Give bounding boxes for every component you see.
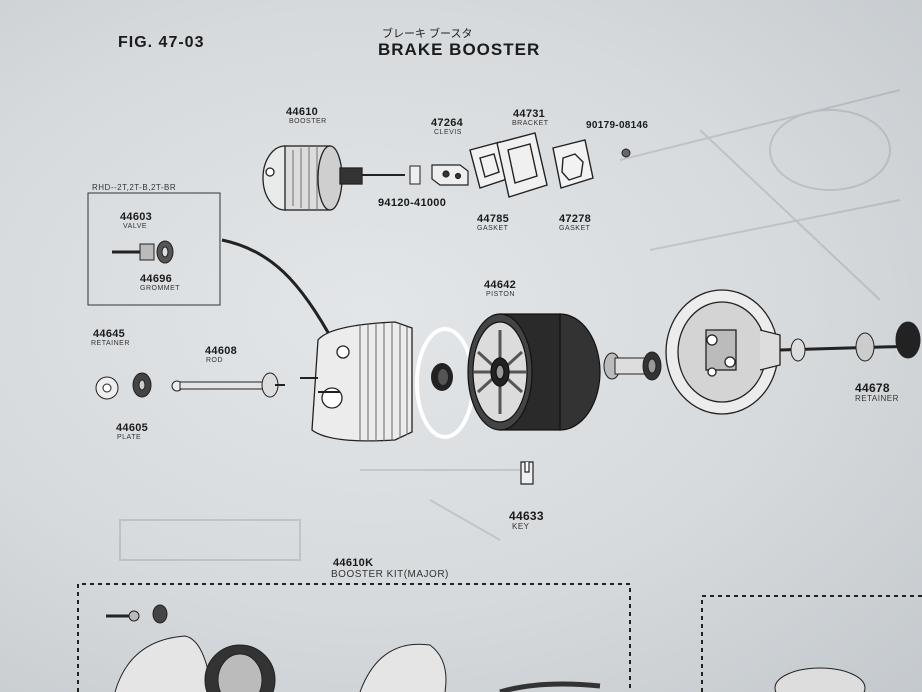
part-name-47264: CLEVIS [434,129,462,136]
part-name-44642: PISTON [486,291,515,298]
fig-number: FIG. 47-03 [118,34,205,51]
part-name-44696: GROMMET [140,285,181,292]
plate-44605-drawing [132,372,152,398]
valve-44603-drawing [112,243,155,261]
inset-box [87,192,221,306]
part-number-90179: 90179-08146 [586,120,649,131]
part-number-44731: 44731 [513,108,546,120]
part-name-44633: KEY [512,522,530,531]
pushrod-drawing [779,321,921,362]
bracket-44731-drawing [496,132,548,198]
title-japanese: ブレーキ ブースタ [382,28,473,40]
part-number-44645: 44645 [93,328,126,340]
piston-44642-drawing [467,313,601,431]
gasket-47278-drawing [552,139,594,189]
kit-number: 44610K [333,557,374,569]
part-number-44785: 44785 [477,213,510,225]
part-number-94120: 94120-41000 [378,197,447,209]
key-44633-drawing [520,461,534,485]
kit-parts-drawing [106,604,866,692]
part-name-47278: GASKET [559,225,591,232]
part-name-44731: BRACKET [512,120,549,127]
part-name-44603: VALVE [123,223,148,230]
nut-90179-drawing [621,148,631,158]
part-name-44678: RETAINER [855,394,899,403]
vacuum-hose [221,238,337,346]
part-name-44610: BOOSTER [289,118,327,125]
kit-dashed-box [77,583,922,692]
part-number-44605: 44605 [116,422,149,434]
part-number-44610: 44610 [286,106,319,118]
part-name-44785: GASKET [477,225,509,232]
part-number-44642: 44642 [484,279,517,291]
part-number-44696: 44696 [140,273,173,285]
seal-drawing [431,363,453,391]
part-name-44645: RETAINER [91,340,130,347]
part-number-44633: 44633 [509,509,544,523]
part-number-47278: 47278 [559,213,592,225]
nut-94120-drawing [409,165,421,185]
title-english: BRAKE BOOSTER [378,40,541,59]
part-number-44678: 44678 [855,381,890,395]
front-shell-drawing [300,321,413,442]
bleed-through [119,89,901,561]
rod-44608-drawing [171,372,285,398]
kit-name: BOOSTER KIT(MAJOR) [331,569,449,580]
valve-body-parts-drawing [603,351,662,381]
part-number-44603: 44603 [120,211,153,223]
part-name-44608: ROD [206,357,224,364]
part-number-47264: 47264 [431,117,464,129]
grommet-44696-drawing [156,240,174,264]
part-number-44608: 44608 [205,345,238,357]
part-name-44605: PLATE [117,434,142,441]
booster-44610-drawing [262,145,405,211]
retainer-44645-drawing [95,376,119,400]
inset-label: RHD--2T,2T-B,2T-BR [92,183,177,192]
rear-shell-drawing [665,289,781,415]
clevis-47264-drawing [431,164,469,186]
